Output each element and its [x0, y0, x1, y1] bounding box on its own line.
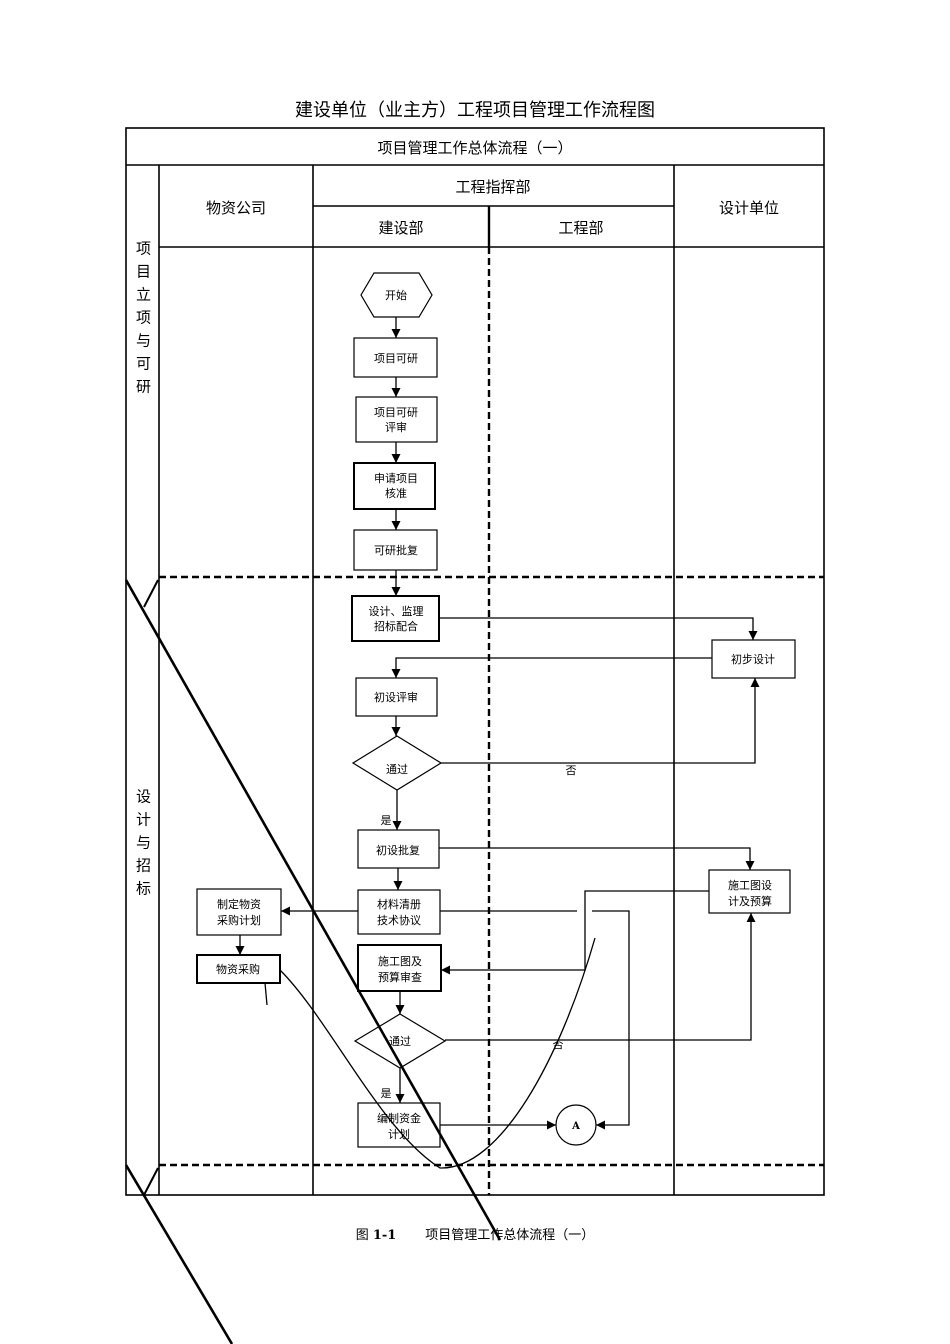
label-fund-2: 计划 — [388, 1128, 410, 1141]
label-plan-1: 制定物资 — [217, 897, 261, 911]
box-material — [357, 889, 441, 935]
label-kexing: 项目可研 — [374, 352, 418, 365]
label-construct-review-1: 施工图及 — [378, 955, 422, 968]
box-purchase — [196, 954, 281, 984]
box-plan — [196, 888, 282, 936]
box-tender — [351, 595, 440, 642]
label-connector-a: A — [571, 1121, 580, 1132]
box-kexing — [353, 337, 438, 378]
label-apply-2: 核准 — [385, 486, 407, 500]
caption-text: 项目管理工作总体流程（一） — [425, 1228, 595, 1243]
table-frame — [125, 127, 825, 1196]
box-approve — [353, 529, 438, 571]
label-prelim-review: 初设评审 — [374, 690, 418, 704]
line-purchase-tick — [264, 982, 268, 1006]
arrow-material-a — [592, 910, 630, 1130]
box-construct-design — [708, 869, 791, 914]
start-node — [360, 272, 433, 318]
column-header-wuzi: 物资公司 — [206, 199, 266, 217]
arrow-pass2-no — [445, 913, 756, 1041]
box-construct-review — [357, 944, 442, 992]
label-material-1: 材料清册 — [377, 897, 421, 911]
label-no-1: 否 — [566, 764, 577, 777]
arrow-pass-no — [441, 678, 760, 764]
phase-label-2: 设计与招标 — [134, 789, 152, 904]
label-tender-1: 设计、监理 — [369, 605, 424, 618]
label-approve: 可研批复 — [374, 543, 418, 557]
label-yes-2: 是 — [381, 1087, 392, 1100]
label-tender-2: 招标配合 — [374, 619, 418, 633]
caption-number: 1-1 — [372, 1228, 397, 1243]
table-title: 项目管理工作总体流程（一） — [377, 139, 572, 157]
column-header-zhihuibu: 工程指挥部 — [455, 178, 530, 196]
label-plan-2: 采购计划 — [217, 913, 261, 927]
label-construct-design-1: 施工图设 — [728, 879, 772, 892]
box-prelim-approve — [357, 829, 440, 869]
label-fund-1: 编制资金 — [377, 1111, 421, 1125]
box-kexing-review — [355, 396, 438, 443]
column-header-jianshebu: 建设部 — [378, 219, 423, 237]
label-construct-review-2: 预算审查 — [378, 970, 422, 984]
arrow-design-review — [391, 657, 712, 678]
caption-figure: 图 — [355, 1228, 369, 1243]
arrow-design-review2 — [441, 890, 709, 975]
label-yes-1: 是 — [381, 814, 392, 827]
label-apply-1: 申请项目 — [374, 472, 418, 485]
label-prelim-design: 初步设计 — [731, 652, 775, 666]
label-pass-2: 通过 — [389, 1035, 411, 1048]
box-apply — [353, 462, 436, 510]
label-kexing-review-2: 评审 — [385, 420, 407, 434]
overlay-strokes — [124, 579, 596, 1344]
label-pass-1: 通过 — [386, 763, 408, 776]
label-material-2: 技术协议 — [377, 913, 421, 927]
figure-caption: 图 1-1 项目管理工作总体流程（一） — [0, 1224, 950, 1243]
label-kexing-review-1: 项目可研 — [374, 406, 418, 419]
label-prelim-approve: 初设批复 — [376, 843, 420, 857]
label-construct-design-2: 计及预算 — [728, 894, 772, 908]
label-start: 开始 — [385, 288, 407, 302]
box-prelim-review — [355, 677, 438, 717]
label-purchase: 物资采购 — [216, 962, 260, 976]
column-header-gongchengbu: 工程部 — [558, 219, 603, 237]
page-title: 建设单位（业主方）工程项目管理工作流程图 — [295, 100, 655, 121]
phase-label-1: 项目立项与可研 — [134, 241, 152, 402]
arrow-tender-design — [439, 617, 758, 640]
arrow-approve-construct — [439, 847, 755, 870]
label-no-2: 否 — [553, 1038, 564, 1051]
dashed-dividers — [159, 247, 824, 1195]
box-prelim-design — [711, 639, 796, 679]
column-header-sheji: 设计单位 — [719, 199, 779, 217]
